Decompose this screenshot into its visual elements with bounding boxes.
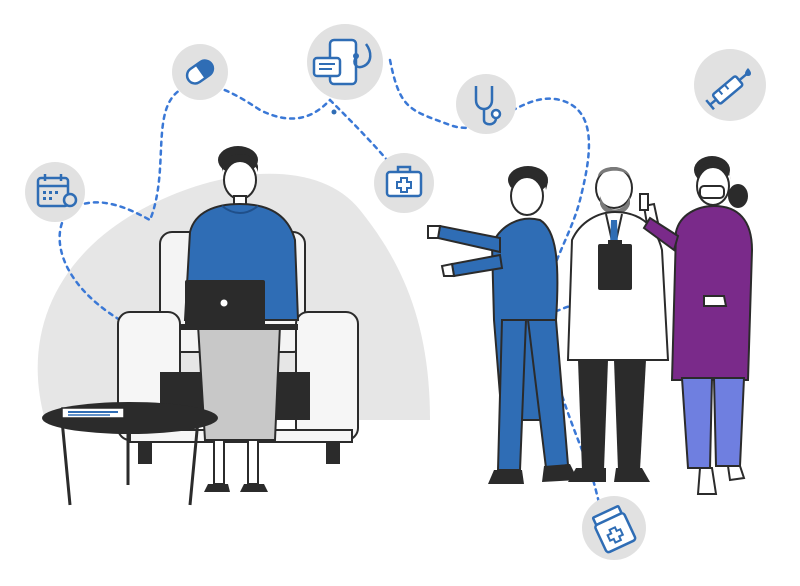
phone-chat-stethoscope-icon (307, 24, 383, 100)
dot-marker (331, 109, 337, 115)
patient-woman-with-laptop (180, 146, 300, 492)
woman-in-mask-purple-coat (642, 156, 754, 495)
medicine-bottle-icon (582, 496, 646, 560)
dotted-connection-path-2 (328, 98, 397, 172)
stethoscope-icon (456, 74, 516, 134)
pill-capsule-icon (172, 44, 228, 100)
coffee-table (42, 402, 218, 506)
nurse-in-blue-scrubs (427, 166, 578, 484)
doctor-with-clipboard (566, 167, 670, 482)
first-aid-kit-icon (374, 153, 434, 213)
calendar-settings-icon (25, 162, 85, 222)
syringe-icon (694, 49, 766, 121)
